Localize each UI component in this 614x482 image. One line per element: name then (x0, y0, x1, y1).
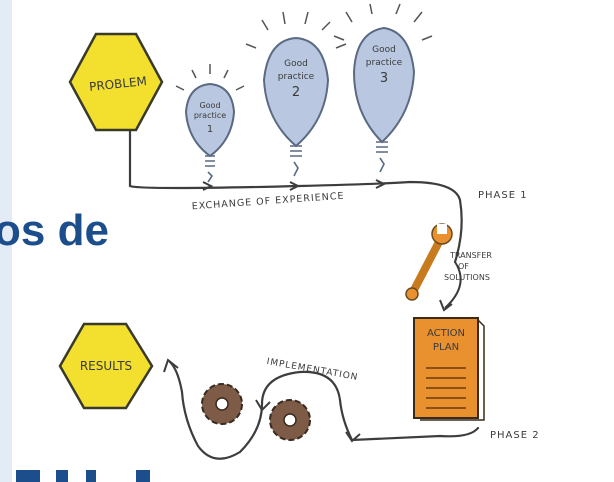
bulb-3-line2: practice (366, 58, 403, 68)
transfer-line1: TRANSFER (449, 251, 492, 260)
transfer-arrow-head (439, 299, 453, 312)
slide-left-edge (0, 0, 12, 482)
gear-arrow-head (255, 399, 271, 412)
results-arrow-head (163, 358, 179, 373)
problem-label: PROBLEM (88, 74, 147, 94)
bulb-2: Good practice 2 (245, 11, 347, 177)
gear-icon (201, 383, 243, 425)
action-plan-line2: PLAN (433, 342, 459, 353)
bulb-1-line2: practice (194, 111, 226, 120)
exchange-label: EXCHANGE OF EXPERIENCE (191, 191, 344, 213)
bulb-2-line2: practice (278, 72, 315, 82)
problem-hexagon (68, 32, 164, 132)
implementation-label: IMPLEMENTATION (266, 357, 359, 383)
bulb-3: Good practice 3 (333, 3, 433, 173)
phase1-label: PHASE 1 (478, 190, 528, 201)
implementation-flow-line (168, 360, 480, 460)
bulb-1: Good practice 1 (175, 64, 245, 183)
results-hexagon (58, 322, 154, 410)
gear-icon (269, 399, 311, 441)
implementation-arrow-head (345, 431, 361, 443)
bulb-1-number: 1 (207, 124, 213, 135)
results-label: RESULTS (80, 359, 132, 373)
action-plan-line1: ACTION (427, 328, 465, 339)
bulb-3-number: 3 (380, 71, 388, 86)
transfer-line3: SOLUTIONS (444, 273, 490, 282)
slide-text-remnant (16, 466, 166, 482)
bulb-2-number: 2 (292, 85, 300, 100)
arrow-head-1 (202, 181, 214, 191)
bulb-1-line1: Good (199, 101, 220, 110)
arrow-head-3 (375, 179, 387, 189)
wrench-icon (405, 223, 453, 301)
phase2-label: PHASE 2 (490, 430, 540, 441)
bulb-3-line1: Good (372, 45, 396, 55)
action-plan-document (413, 317, 485, 421)
slide-title-fragment: os de (0, 206, 109, 255)
transfer-line2: OF (458, 262, 469, 271)
transfer-arrow (444, 261, 462, 309)
arrow-head-2 (289, 181, 301, 191)
bulb-2-line1: Good (284, 59, 308, 69)
